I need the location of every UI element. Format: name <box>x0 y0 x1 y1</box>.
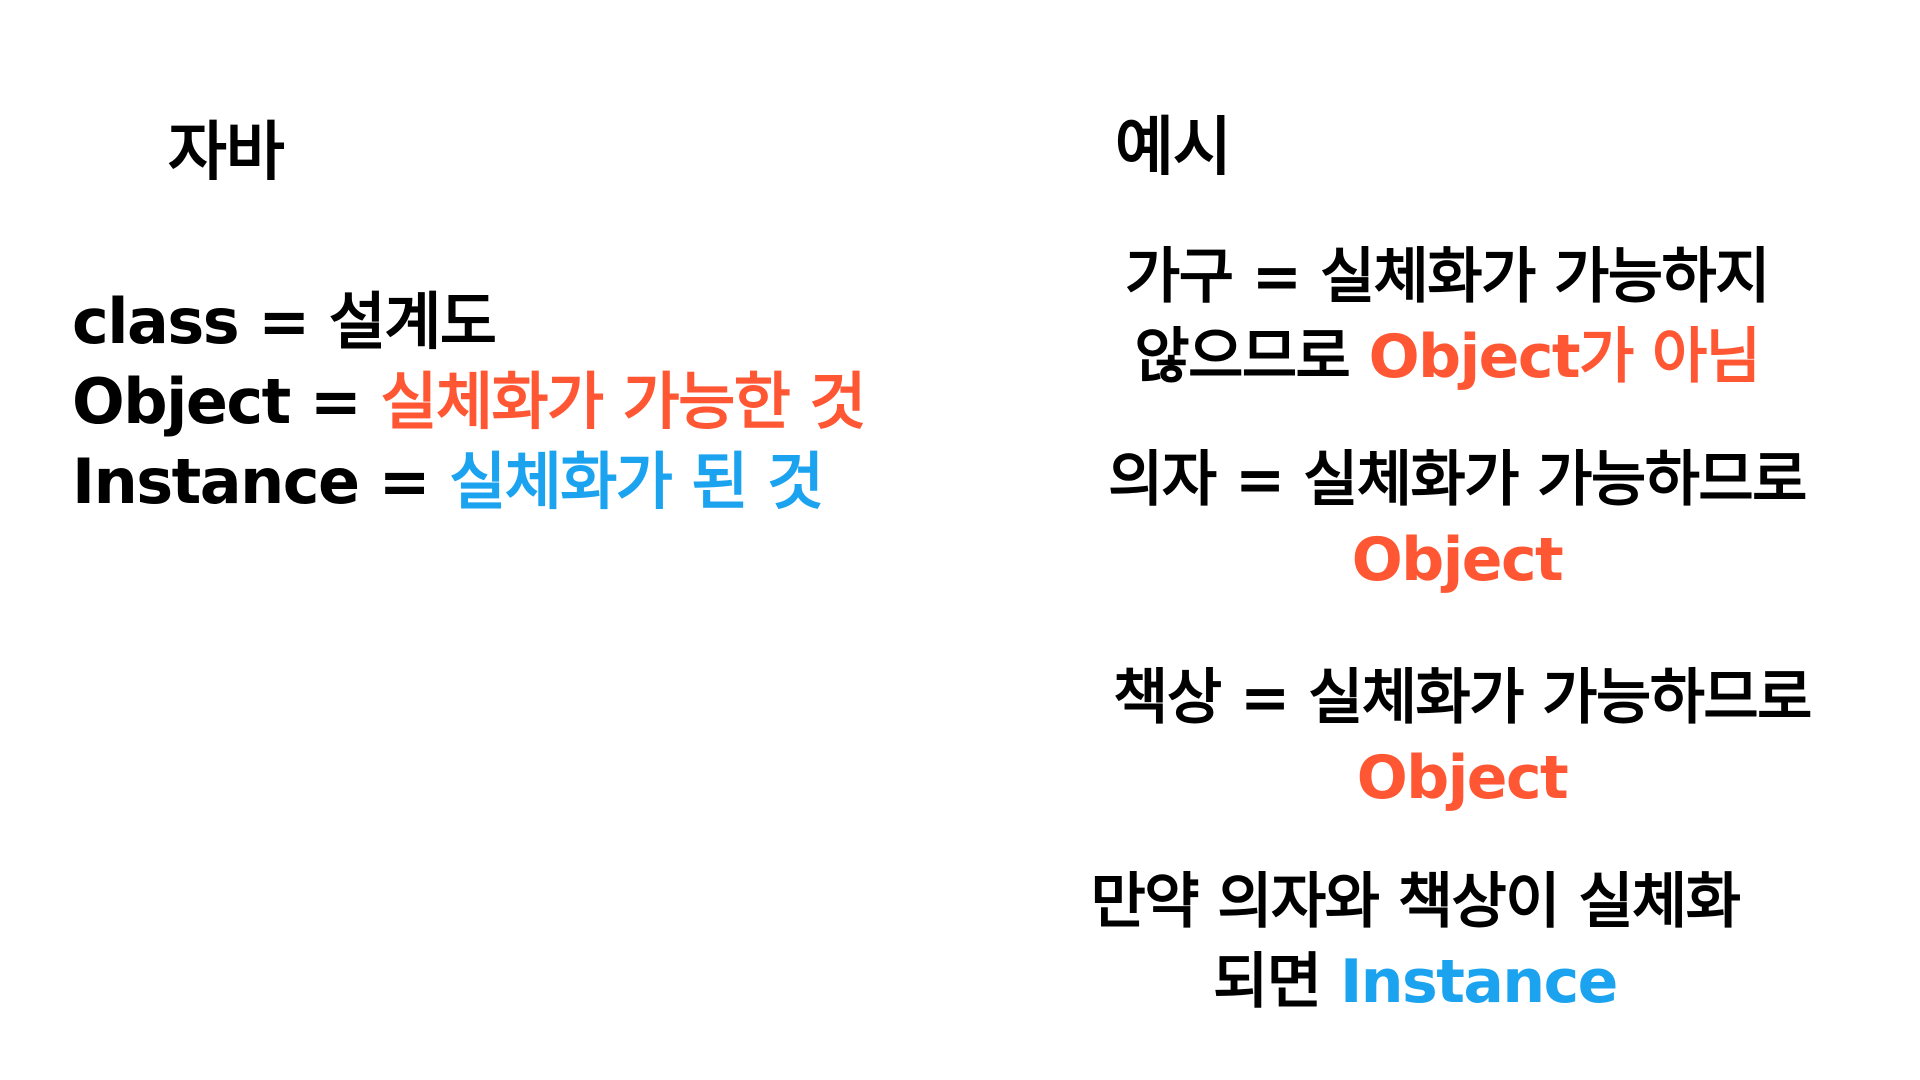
java-heading: 자바 <box>168 116 285 190</box>
example-chair-highlight: Object <box>1351 525 1564 595</box>
example-conclusion-prefix: 되면 <box>1213 947 1340 1017</box>
example-furniture-highlight: Object가 아님 <box>1368 322 1761 392</box>
example-conclusion-highlight: Instance <box>1339 947 1618 1017</box>
definition-list: class = 설계도 Object = 실체화가 가능한 것 Instance… <box>72 282 992 522</box>
definition-class: class = 설계도 <box>72 282 992 362</box>
definition-term: class = <box>72 285 329 358</box>
definition-value-object: 실체화가 가능한 것 <box>380 365 866 438</box>
example-desk-highlight: Object <box>1356 743 1569 813</box>
definition-term: Instance = <box>72 445 450 518</box>
example-furniture: 가구 = 실체화가 가능하지 않으므로 Object가 아님 <box>1007 237 1887 397</box>
example-conclusion: 만약 의자와 책상이 실체화 되면 Instance <box>975 862 1855 1022</box>
definition-term: Object = <box>72 365 381 438</box>
example-chair-line1: 의자 = 실체화가 가능하므로 <box>1108 445 1807 515</box>
example-heading: 예시 <box>1115 111 1232 185</box>
example-furniture-prefix: 않으므로 <box>1134 322 1369 392</box>
definition-value: 설계도 <box>328 285 497 358</box>
definition-value-instance: 실체화가 된 것 <box>449 445 824 518</box>
example-conclusion-line1: 만약 의자와 책상이 실체화 <box>1090 867 1741 937</box>
example-chair: 의자 = 실체화가 가능하므로 Object <box>1017 440 1897 600</box>
example-furniture-line2: 않으므로 Object가 아님 <box>1007 317 1887 397</box>
example-desk-line1: 책상 = 실체화가 가능하므로 <box>1113 663 1812 733</box>
definition-object: Object = 실체화가 가능한 것 <box>72 362 992 442</box>
example-desk: 책상 = 실체화가 가능하므로 Object <box>1022 658 1902 818</box>
example-furniture-line1: 가구 = 실체화가 가능하지 <box>1125 242 1770 312</box>
definition-instance: Instance = 실체화가 된 것 <box>72 442 992 522</box>
example-conclusion-line2: 되면 Instance <box>975 942 1855 1022</box>
